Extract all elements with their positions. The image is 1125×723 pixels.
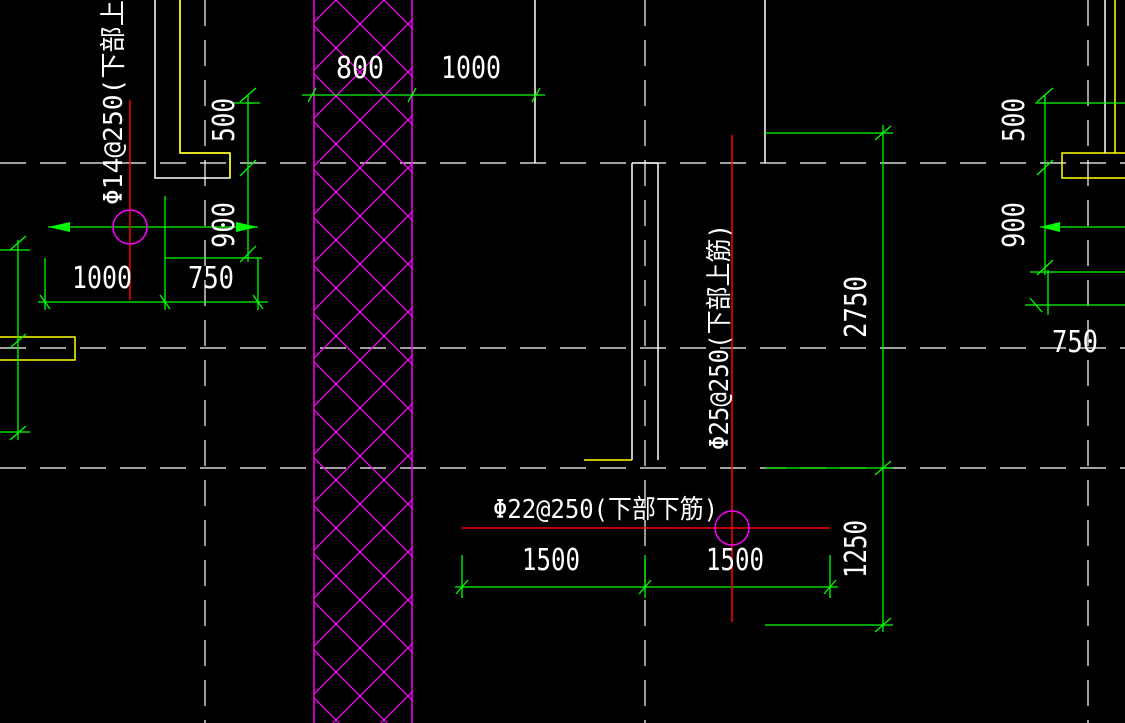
dim-900-right: 900 bbox=[997, 202, 1032, 248]
dim-500-left: 500 bbox=[207, 98, 242, 142]
rebar-lines bbox=[129, 100, 830, 622]
dimension-lines bbox=[0, 87, 1125, 633]
dim-1500-a: 1500 bbox=[522, 543, 580, 578]
dim-1250: 1250 bbox=[839, 520, 874, 578]
structure-outlines bbox=[0, 0, 1125, 461]
dim-1000-top: 1000 bbox=[441, 51, 501, 86]
dim-2750: 2750 bbox=[839, 276, 874, 338]
rebar-marker-center[interactable] bbox=[714, 510, 750, 546]
rebar-marker-left[interactable] bbox=[112, 209, 148, 245]
rebar-note-center: Φ25@250(下部上筋) bbox=[705, 224, 735, 450]
hatched-wall bbox=[313, 0, 413, 723]
dim-900-left: 900 bbox=[207, 202, 242, 248]
rebar-note-left: Φ14@250(下部上 bbox=[99, 0, 129, 205]
rebar-note-bottom: Φ22@250(下部下筋) bbox=[493, 495, 718, 525]
dim-1500-b: 1500 bbox=[706, 543, 764, 578]
dim-800: 800 bbox=[336, 51, 384, 86]
dim-750-left: 750 bbox=[188, 261, 234, 296]
dim-500-right: 500 bbox=[997, 98, 1032, 142]
dim-750-right: 750 bbox=[1052, 325, 1098, 360]
dim-1000-left: 1000 bbox=[72, 261, 132, 296]
